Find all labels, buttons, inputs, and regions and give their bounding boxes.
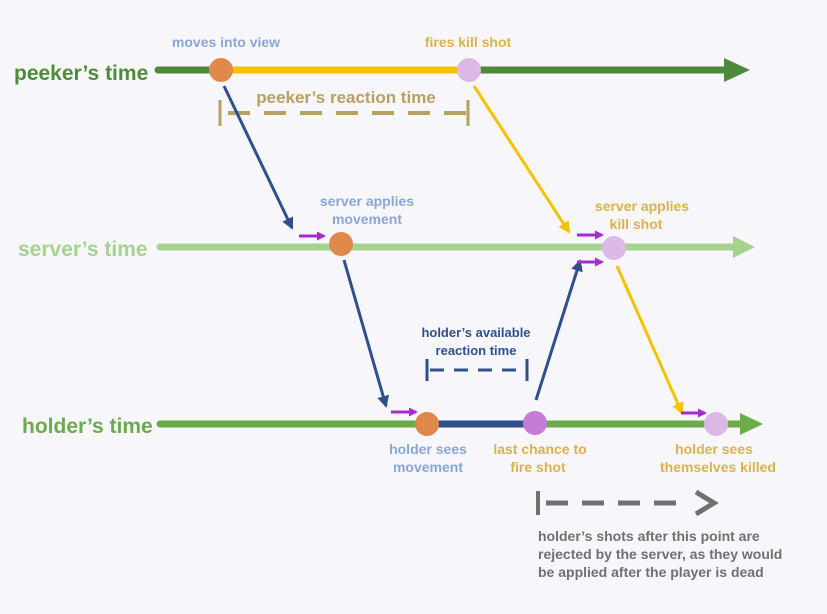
peeker-timeline-label: peeker’s time: [14, 62, 148, 85]
holder-killed-label-1: holder sees: [675, 441, 753, 457]
holder-sees-movement-label-1: holder sees: [389, 441, 467, 457]
server-timeline-arrowhead: [733, 236, 755, 258]
rejection-note-line-3: be applied after the player is dead: [538, 564, 764, 580]
shot-to-holder-arrow: [615, 265, 684, 415]
peeker-reaction-label: peeker’s reaction time: [256, 88, 436, 107]
holder-killed-label-2: themselves killed: [660, 459, 776, 475]
holder-timeline-label: holder’s time: [22, 415, 153, 438]
moves-into-view-dot: [209, 58, 233, 82]
holder-interval-label-1: holder’s available: [421, 325, 530, 340]
server-kill-shot-label-1: server applies: [595, 198, 689, 214]
server-movement-dot: [329, 232, 353, 256]
last-chance-label-1: last chance to: [493, 441, 586, 457]
fires-kill-shot-label: fires kill shot: [425, 34, 512, 50]
server-movement-label-2: movement: [332, 211, 402, 227]
server-kill-shot-dot: [602, 236, 626, 260]
last-chance-label-2: fire shot: [510, 459, 566, 475]
movement-to-server-arrow: [222, 85, 294, 230]
holder-timeline-arrowhead: [740, 413, 763, 435]
movement-to-holder-arrow: [342, 259, 390, 408]
holder-sees-movement-label-2: movement: [393, 459, 463, 475]
peeker-timeline-arrowhead: [724, 58, 750, 82]
server-kill-shot-label-2: kill shot: [610, 216, 663, 232]
rejection-note-line-1: holder’s shots after this point are: [538, 528, 760, 544]
holder-interval-label-2: reaction time: [436, 343, 517, 358]
rejection-note-line-2: rejected by the server, as they would: [538, 546, 782, 562]
server-movement-label-1: server applies: [320, 193, 414, 209]
shot-to-server-arrow: [472, 85, 571, 234]
rejection-arrowhead: [694, 489, 719, 517]
holder-killed-dot: [704, 412, 728, 436]
holder-shot-to-server-arrow: [534, 259, 583, 401]
last-chance-dot: [523, 411, 547, 435]
fires-kill-shot-dot: [457, 58, 481, 82]
server-timeline-label: server’s time: [18, 238, 148, 261]
holder-sees-movement-dot: [415, 412, 439, 436]
moves-into-view-label: moves into view: [172, 34, 280, 50]
